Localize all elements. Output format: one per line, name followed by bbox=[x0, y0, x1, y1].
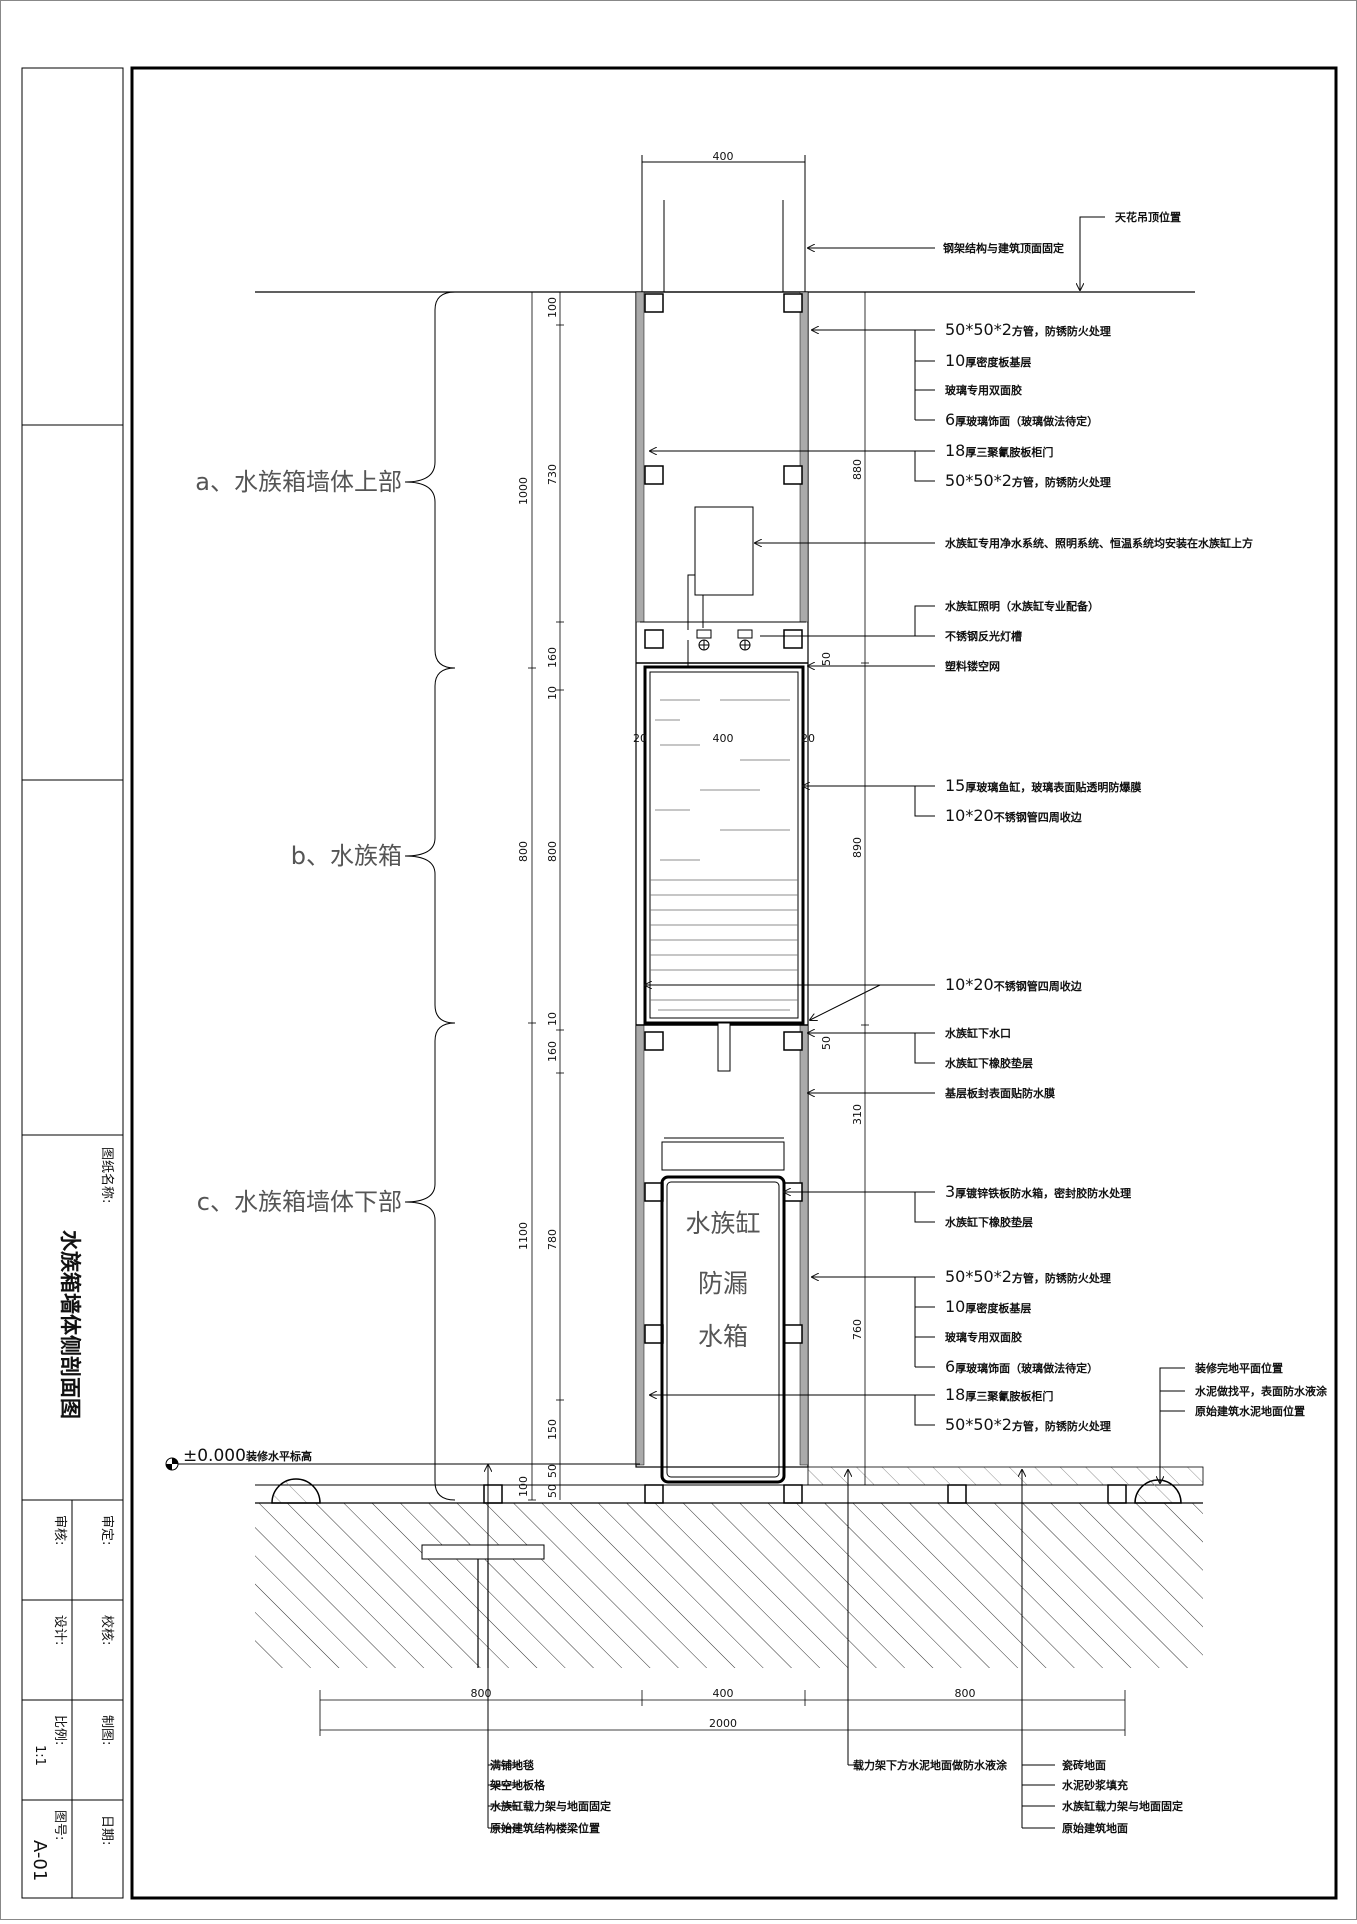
g1-row4: 6厚玻璃饰面（玻璃做法待定） bbox=[945, 410, 1098, 429]
dim-800-mid: 800 bbox=[546, 841, 559, 862]
drawing-title: 水族箱墙体侧剖面图 bbox=[58, 1230, 82, 1419]
g7-row2: 10厚密度板基层 bbox=[945, 1297, 1031, 1316]
floor-note-1: 装修完地平面位置 bbox=[1194, 1361, 1283, 1375]
note-reflector: 不锈钢反光灯槽 bbox=[945, 629, 1022, 643]
dim-50-right-bottom: 50 bbox=[820, 1036, 833, 1050]
g6-row2: 水族缸下橡胶垫层 bbox=[945, 1215, 1033, 1229]
number-value: A-01 bbox=[29, 1840, 50, 1881]
dim-880: 880 bbox=[851, 459, 864, 480]
note-equipment: 水族缸专用净水系统、照明系统、恒温系统均安装在水族缸上方 bbox=[945, 536, 1253, 550]
g3-row1: 15厚玻璃鱼缸，玻璃表面贴透明防爆膜 bbox=[945, 776, 1141, 795]
g7-row4: 6厚玻璃饰面（玻璃做法待定） bbox=[945, 1357, 1098, 1376]
dim-50-right-top: 50 bbox=[820, 652, 833, 666]
note-base-board: 基层板封表面贴防水膜 bbox=[944, 1086, 1055, 1100]
dim-160-top: 160 bbox=[546, 647, 559, 668]
g1-row2: 10厚密度板基层 bbox=[945, 351, 1031, 370]
bottom-400: 400 bbox=[713, 1687, 734, 1700]
floor-section bbox=[175, 1463, 1204, 1668]
bottom-total: 2000 bbox=[709, 1717, 737, 1730]
dim-50-a: 50 bbox=[546, 1464, 559, 1478]
approve-label: 审定: bbox=[99, 1515, 114, 1545]
tank-label-line3: 水箱 bbox=[698, 1322, 748, 1351]
tank-label-line1: 水族缸 bbox=[685, 1209, 760, 1238]
g6-row1: 3厚镀锌铁板防水箱，密封胶防水处理 bbox=[945, 1182, 1131, 1201]
g7-row3: 玻璃专用双面胶 bbox=[945, 1330, 1022, 1344]
bottom-800-left: 800 bbox=[471, 1687, 492, 1700]
level-mark bbox=[165, 1457, 179, 1471]
review-label: 审核: bbox=[52, 1515, 67, 1545]
dim-800-left: 800 bbox=[517, 841, 530, 862]
g7-row1: 50*50*2方管，防锈防火处理 bbox=[945, 1267, 1111, 1286]
design-label: 设计: bbox=[52, 1615, 67, 1645]
dim-780: 780 bbox=[546, 1229, 559, 1250]
zone-c-label: c、水族箱墙体下部 bbox=[197, 1188, 402, 1216]
dim-100-left: 100 bbox=[517, 1476, 530, 1497]
drawing-frame bbox=[130, 66, 1338, 1900]
bottom-right-note-4: 原始建筑地面 bbox=[1062, 1821, 1128, 1835]
dim-1000: 1000 bbox=[517, 477, 530, 505]
dim-310: 310 bbox=[851, 1104, 864, 1125]
bottom-left-note-1: 满铺地毯 bbox=[490, 1758, 534, 1772]
note-lighting: 水族缸照明（水族缸专业配备） bbox=[945, 599, 1099, 613]
bottom-right-note-2: 水泥砂浆填充 bbox=[1062, 1778, 1128, 1792]
dim-150: 150 bbox=[546, 1419, 559, 1440]
glass-tank bbox=[643, 665, 805, 1072]
note-rubber-pad: 水族缸下橡胶垫层 bbox=[945, 1056, 1033, 1070]
side-20-left: 20 bbox=[633, 732, 647, 745]
g1-row1: 50*50*2方管，防锈防火处理 bbox=[945, 320, 1111, 339]
note-steel-frame: 钢架结构与建筑顶面固定 bbox=[943, 241, 1064, 255]
bottom-left-note-3: 水族缸载力架与地面固定 bbox=[490, 1799, 611, 1813]
note-drain: 水族缸下水口 bbox=[945, 1026, 1011, 1040]
number-label: 图号: bbox=[52, 1810, 67, 1840]
bottom-middle-note: 载力架下方水泥地面做防水液涂 bbox=[853, 1758, 1008, 1772]
g3-row2: 10*20不锈钢管四周收边 bbox=[945, 806, 1083, 825]
g1-row5: 18厚三聚氰胺板柜门 bbox=[945, 441, 1053, 460]
g1-row3: 玻璃专用双面胶 bbox=[945, 383, 1022, 397]
top-width-dim: 400 bbox=[713, 150, 734, 163]
dim-890: 890 bbox=[851, 837, 864, 858]
dim-1100: 1100 bbox=[517, 1222, 530, 1250]
check-label: 校核: bbox=[99, 1615, 115, 1645]
inner-width-dim: 400 bbox=[713, 732, 734, 745]
note-plastic-net: 塑料镂空网 bbox=[945, 659, 1000, 673]
draw-label: 制图: bbox=[99, 1715, 114, 1745]
zone-a-label: a、水族箱墙体上部 bbox=[195, 468, 402, 496]
date-label: 日期: bbox=[99, 1815, 114, 1845]
bottom-left-note-2: 架空地板格 bbox=[489, 1778, 546, 1792]
drawing-name-label: 图纸名称: bbox=[99, 1147, 115, 1203]
dim-10-top: 10 bbox=[546, 686, 559, 700]
g7-row5: 18厚三聚氰胺板柜门 bbox=[945, 1385, 1053, 1404]
dim-760: 760 bbox=[851, 1319, 864, 1340]
side-20-right: 20 bbox=[801, 732, 815, 745]
leak-proof-box bbox=[660, 1137, 786, 1484]
tank-label-line2: 防漏 bbox=[698, 1269, 748, 1298]
level-value: ±0.000 bbox=[183, 1446, 246, 1466]
bottom-left-note-4: 原始建筑结构楼梁位置 bbox=[490, 1821, 600, 1835]
zone-braces bbox=[404, 291, 456, 1501]
bottom-right-note-1: 瓷砖地面 bbox=[1062, 1758, 1106, 1772]
note-ceiling: 天花吊顶位置 bbox=[1115, 210, 1181, 224]
floor-note-3: 原始建筑水泥地面位置 bbox=[1195, 1404, 1305, 1418]
bottom-right-note-3: 水族缸载力架与地面固定 bbox=[1062, 1799, 1183, 1813]
dim-10-bottom: 10 bbox=[546, 1012, 559, 1026]
dim-160-bottom: 160 bbox=[546, 1041, 559, 1062]
dim-50-b: 50 bbox=[546, 1484, 559, 1498]
bottom-800-right: 800 bbox=[955, 1687, 976, 1700]
level-note: 装修水平标高 bbox=[245, 1449, 312, 1463]
g4-row: 10*20不锈钢管四周收边 bbox=[945, 975, 1083, 994]
title-block: 图纸名称: 水族箱墙体侧剖面图 审定: 审核: 校核: 设计: 制图: 比例: … bbox=[21, 67, 124, 1899]
dim-730: 730 bbox=[546, 464, 559, 485]
dim-100-mid: 100 bbox=[546, 297, 559, 318]
zone-b-label: b、水族箱 bbox=[291, 842, 402, 870]
scale-label: 比例: bbox=[52, 1715, 67, 1745]
g1-row6: 50*50*2方管，防锈防火处理 bbox=[945, 471, 1111, 490]
g7-row6: 50*50*2方管，防锈防火处理 bbox=[945, 1415, 1111, 1434]
floor-note-2: 水泥做找平，表面防水液涂 bbox=[1195, 1384, 1328, 1398]
scale-value: 1:1 bbox=[32, 1745, 47, 1766]
